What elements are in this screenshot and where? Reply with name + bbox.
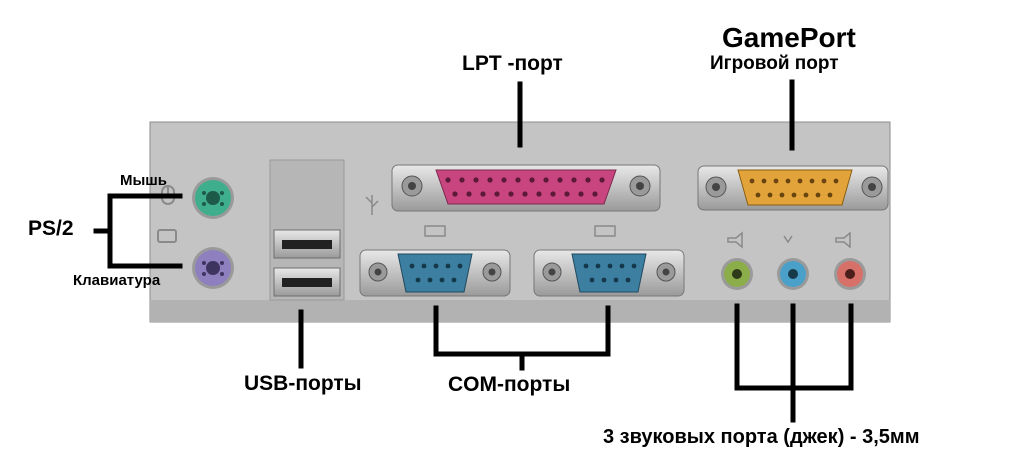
ps2-keyboard-port (192, 247, 234, 289)
audio-jack-blue (777, 258, 809, 290)
ps2-mouse-port (192, 177, 234, 219)
io-panel (150, 122, 890, 322)
mouse-label: Мышь (120, 173, 167, 188)
audio-jack-green (721, 258, 753, 290)
com-port-2-socket (572, 254, 646, 292)
keyboard-label: Клавиатура (73, 273, 160, 288)
ps2-label: PS/2 (28, 218, 74, 239)
com-port-1 (360, 250, 510, 296)
gameport-ru-label: Игровой порт (710, 54, 839, 73)
panel-lower-strip (150, 300, 890, 322)
game-port (698, 166, 888, 210)
lpt-port-label: LPT -порт (462, 53, 563, 74)
audio-jack-pink (834, 258, 866, 290)
com-port-1-socket (398, 254, 472, 292)
gameport-label: GamePort (722, 24, 856, 52)
audio-ports-label: 3 звуковых порта (джек) - 3,5мм (603, 427, 920, 447)
lpt-socket (436, 170, 616, 204)
game-port-socket (738, 170, 852, 205)
com-ports-label: COM-порты (448, 374, 570, 395)
com-port-2 (534, 250, 684, 296)
lpt-port (392, 165, 660, 211)
usb-ports-label: USB-порты (244, 373, 362, 394)
usb-ports (270, 160, 344, 300)
